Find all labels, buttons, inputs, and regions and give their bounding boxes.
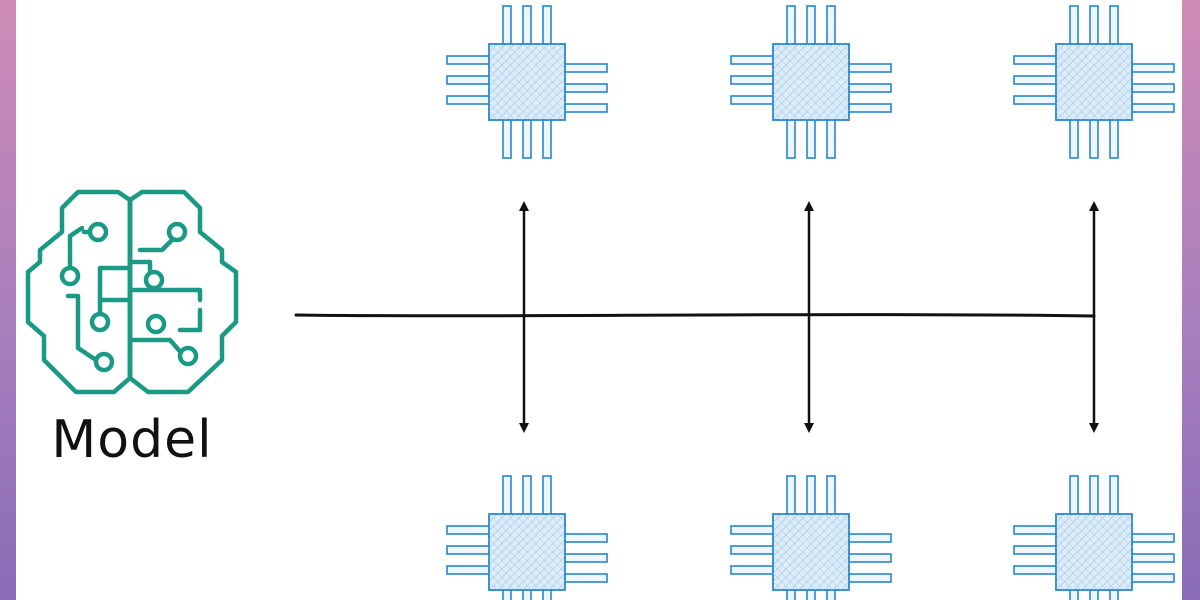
brain-nodes [59,221,199,373]
chip-icon [446,5,608,159]
chip-icon [730,5,892,159]
chip-icon [1013,5,1175,159]
model-label: Model [51,410,213,470]
chip-icon [446,475,608,600]
brain-circuit-icon [25,189,239,395]
chip-icon [730,475,892,600]
main-connector-line [294,313,1096,318]
chip-icon [1013,475,1175,600]
diagram-canvas [16,0,1182,600]
